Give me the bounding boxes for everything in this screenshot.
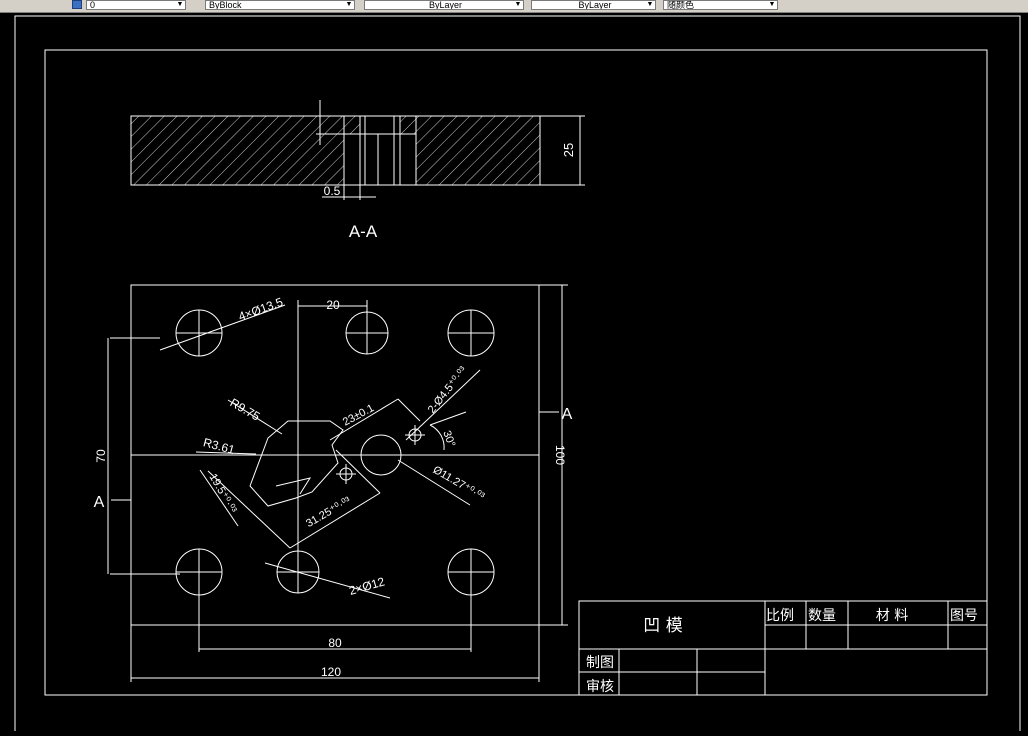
linetype-combo-value: ByLayer: [428, 0, 463, 10]
drawn-by-label: 制图: [586, 655, 614, 671]
plotstyle-combo[interactable]: 随颜色 ▼: [663, 0, 778, 10]
angle-dim-label: 30°: [440, 429, 457, 449]
checked-by-label: 审核: [586, 679, 614, 695]
pin-holes-dim-label: 2-Ø4.5⁺⁰·⁰³: [426, 364, 470, 415]
plotstyle-combo-value: 随颜色: [667, 0, 695, 10]
dim195-label: 19.5⁺⁰·⁰³: [207, 472, 239, 516]
lineweight-combo[interactable]: ByLayer ▼: [531, 0, 656, 10]
chevron-down-icon: ▼: [176, 1, 184, 8]
drawing-svg[interactable]: 25 0.5 A-A: [0, 13, 1028, 733]
chevron-down-icon: ▼: [768, 1, 776, 8]
linetype-combo[interactable]: ByLayer ▼: [364, 0, 524, 10]
drawing-no-label: 图号: [950, 608, 978, 624]
holes4-dim-label: 4×Ø13.5: [236, 295, 285, 324]
layer-combo[interactable]: 0 ▼: [86, 0, 186, 10]
radius2-dim-label: R3.61: [202, 435, 237, 457]
section-mark-left: A: [94, 494, 105, 511]
holes2-dim-label: 2×Ø12: [347, 574, 386, 598]
chevron-down-icon: ▼: [646, 1, 654, 8]
radius1-dim-label: R9.75: [228, 395, 263, 423]
scale-label: 比例: [766, 608, 794, 624]
properties-toolbar: 0 ▼ ByBlock ▼ ByLayer ▼ ByLayer ▼ 随颜色 ▼: [0, 0, 1028, 13]
color-combo-value: ByBlock: [209, 0, 242, 10]
layer-combo-value: 0: [90, 0, 96, 10]
section-label: A-A: [349, 222, 378, 241]
qty-label: 数量: [808, 608, 836, 624]
thickness-dim-label: 25: [561, 143, 576, 157]
section-mark-right: A: [562, 406, 573, 423]
top-spacing-dim-label: 20: [326, 298, 340, 312]
section-view: [130, 100, 585, 200]
chevron-down-icon: ▼: [345, 1, 353, 8]
part-name: 凹 模: [643, 616, 682, 636]
dim23-label: 23±0.1: [341, 402, 376, 428]
material-label: 材 料: [876, 608, 908, 624]
width120-dim-label: 120: [321, 665, 341, 679]
layer-icon[interactable]: [72, 0, 82, 9]
inner-frame: [44, 49, 988, 696]
width80-dim-label: 80: [328, 636, 342, 650]
plan-view: [107, 284, 568, 682]
color-combo[interactable]: ByBlock ▼: [205, 0, 355, 10]
height100-dim-label: 100: [553, 445, 567, 465]
dia11-dim-label: Ø11.27⁺⁰·⁰³: [431, 464, 487, 503]
title-block: [578, 600, 988, 696]
drawing-canvas[interactable]: 25 0.5 A-A: [0, 13, 1028, 733]
lineweight-combo-value: ByLayer: [578, 0, 612, 10]
chevron-down-icon: ▼: [514, 1, 522, 8]
offset-dim-label: 0.5: [324, 184, 341, 198]
height70-dim-label: 70: [94, 449, 108, 463]
